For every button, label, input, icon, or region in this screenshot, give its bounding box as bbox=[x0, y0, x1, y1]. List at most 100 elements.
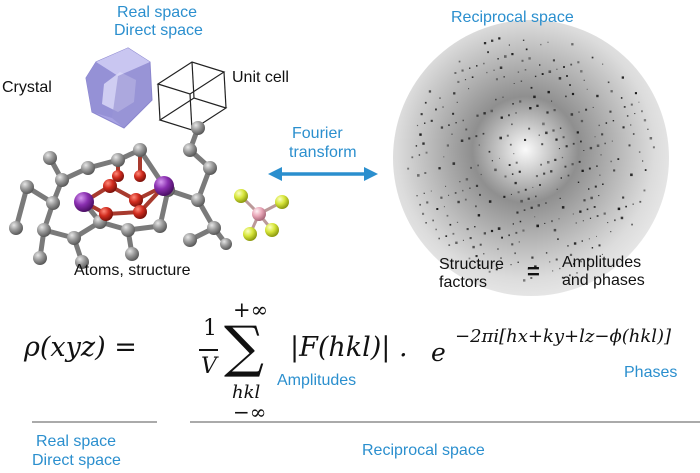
diffraction-spot bbox=[417, 174, 420, 177]
diffraction-spot bbox=[508, 164, 511, 166]
diffraction-spot bbox=[527, 268, 529, 270]
diffraction-spot bbox=[583, 150, 585, 151]
diffraction-spot bbox=[594, 185, 597, 188]
diffraction-spot bbox=[620, 216, 624, 220]
diffraction-spot bbox=[542, 122, 545, 126]
diffraction-spot bbox=[498, 37, 501, 40]
diffraction-spot bbox=[623, 106, 626, 108]
diffraction-spot bbox=[573, 263, 575, 265]
diffraction-spot bbox=[517, 261, 519, 263]
equation-sum-symbol: ∑ bbox=[224, 315, 264, 380]
diffraction-spot bbox=[501, 236, 503, 239]
diffraction-spot bbox=[596, 165, 598, 167]
diffraction-spot bbox=[588, 167, 591, 170]
diffraction-spot bbox=[630, 103, 633, 106]
diffraction-spot bbox=[527, 197, 530, 200]
direct-space-label-top: Direct space bbox=[114, 22, 203, 39]
diffraction-spot bbox=[438, 237, 440, 240]
diffraction-spot bbox=[518, 170, 521, 173]
diffraction-spot bbox=[610, 231, 612, 233]
diffraction-spot bbox=[538, 134, 540, 136]
diffraction-spot bbox=[487, 51, 489, 54]
diffraction-spot bbox=[451, 133, 453, 135]
diffraction-spot bbox=[513, 83, 515, 84]
diffraction-spot bbox=[581, 240, 583, 242]
diffraction-spot bbox=[454, 72, 457, 74]
diffraction-spot bbox=[580, 260, 582, 263]
diffraction-spot bbox=[573, 242, 577, 245]
diffraction-spot bbox=[576, 272, 578, 274]
diffraction-spot bbox=[556, 68, 558, 70]
diffraction-spot bbox=[464, 79, 467, 81]
anion-cluster bbox=[234, 189, 289, 241]
diffraction-spot bbox=[617, 158, 620, 160]
diffraction-spot bbox=[631, 223, 633, 226]
diffraction-spot bbox=[547, 41, 549, 43]
diffraction-spot bbox=[562, 136, 565, 139]
diffraction-spot bbox=[632, 203, 634, 205]
diffraction-spot bbox=[460, 139, 464, 142]
diffraction-spot bbox=[586, 208, 589, 211]
crystal-shape bbox=[85, 47, 153, 129]
diffraction-pattern bbox=[393, 20, 669, 296]
diffraction-spot bbox=[419, 133, 422, 136]
diffraction-spot bbox=[528, 127, 531, 130]
diffraction-spot bbox=[506, 134, 509, 137]
diffraction-spot bbox=[649, 137, 653, 140]
diffraction-spot bbox=[530, 86, 533, 89]
diffraction-spot bbox=[589, 146, 593, 150]
diffraction-spot bbox=[482, 132, 485, 135]
diffraction-spot bbox=[546, 111, 549, 114]
diffraction-spot bbox=[508, 44, 510, 46]
diffraction-spot bbox=[510, 193, 512, 195]
diffraction-spot bbox=[483, 62, 485, 65]
diffraction-spot bbox=[541, 73, 544, 75]
diffraction-spot bbox=[556, 188, 558, 190]
diffraction-spot bbox=[522, 229, 525, 232]
diffraction-spot bbox=[588, 188, 590, 190]
diffraction-spot bbox=[537, 204, 540, 207]
diffraction-spot bbox=[570, 113, 574, 116]
diffraction-spot bbox=[464, 198, 467, 201]
diffraction-spot bbox=[428, 90, 432, 93]
molecule-structure bbox=[9, 121, 289, 269]
diffraction-spot bbox=[613, 169, 616, 172]
diffraction-spot bbox=[471, 76, 474, 78]
diffraction-spot bbox=[547, 90, 550, 94]
diffraction-spot bbox=[478, 264, 481, 267]
diffraction-spot bbox=[515, 231, 518, 234]
diffraction-spot bbox=[611, 140, 613, 142]
diffraction-spot bbox=[591, 247, 594, 249]
diffraction-spot bbox=[442, 106, 444, 108]
diffraction-spot bbox=[445, 185, 447, 187]
diffraction-spot bbox=[446, 214, 449, 217]
diffraction-spot bbox=[551, 100, 553, 102]
diffraction-spot bbox=[634, 92, 637, 95]
diffraction-spot bbox=[424, 101, 427, 104]
diffraction-spot bbox=[415, 145, 418, 147]
diffraction-spot bbox=[488, 200, 492, 203]
diffraction-spot bbox=[511, 243, 514, 246]
diffraction-spot bbox=[425, 151, 428, 154]
diffraction-spot bbox=[486, 71, 488, 74]
diffraction-spot bbox=[561, 276, 564, 279]
diffraction-spot bbox=[524, 138, 527, 141]
diffraction-spot bbox=[628, 144, 631, 147]
diffraction-spot bbox=[477, 164, 479, 167]
diffraction-spot bbox=[420, 113, 423, 116]
diffraction-spot bbox=[581, 169, 584, 172]
diffraction-spot bbox=[620, 97, 623, 99]
diffraction-spot bbox=[491, 39, 494, 42]
diffraction-spot bbox=[607, 222, 609, 224]
diffraction-spot bbox=[483, 42, 487, 45]
diffraction-spot bbox=[419, 203, 421, 206]
diffraction-spot bbox=[601, 133, 604, 136]
diffraction-spot bbox=[488, 150, 491, 153]
diffraction-spot bbox=[602, 183, 604, 185]
diffraction-spot bbox=[462, 119, 464, 122]
diffraction-spot bbox=[476, 114, 479, 117]
diffraction-spot bbox=[565, 145, 568, 148]
diffraction-spot bbox=[459, 181, 461, 183]
diffraction-spot bbox=[483, 112, 486, 115]
diffraction-spot bbox=[550, 170, 553, 173]
